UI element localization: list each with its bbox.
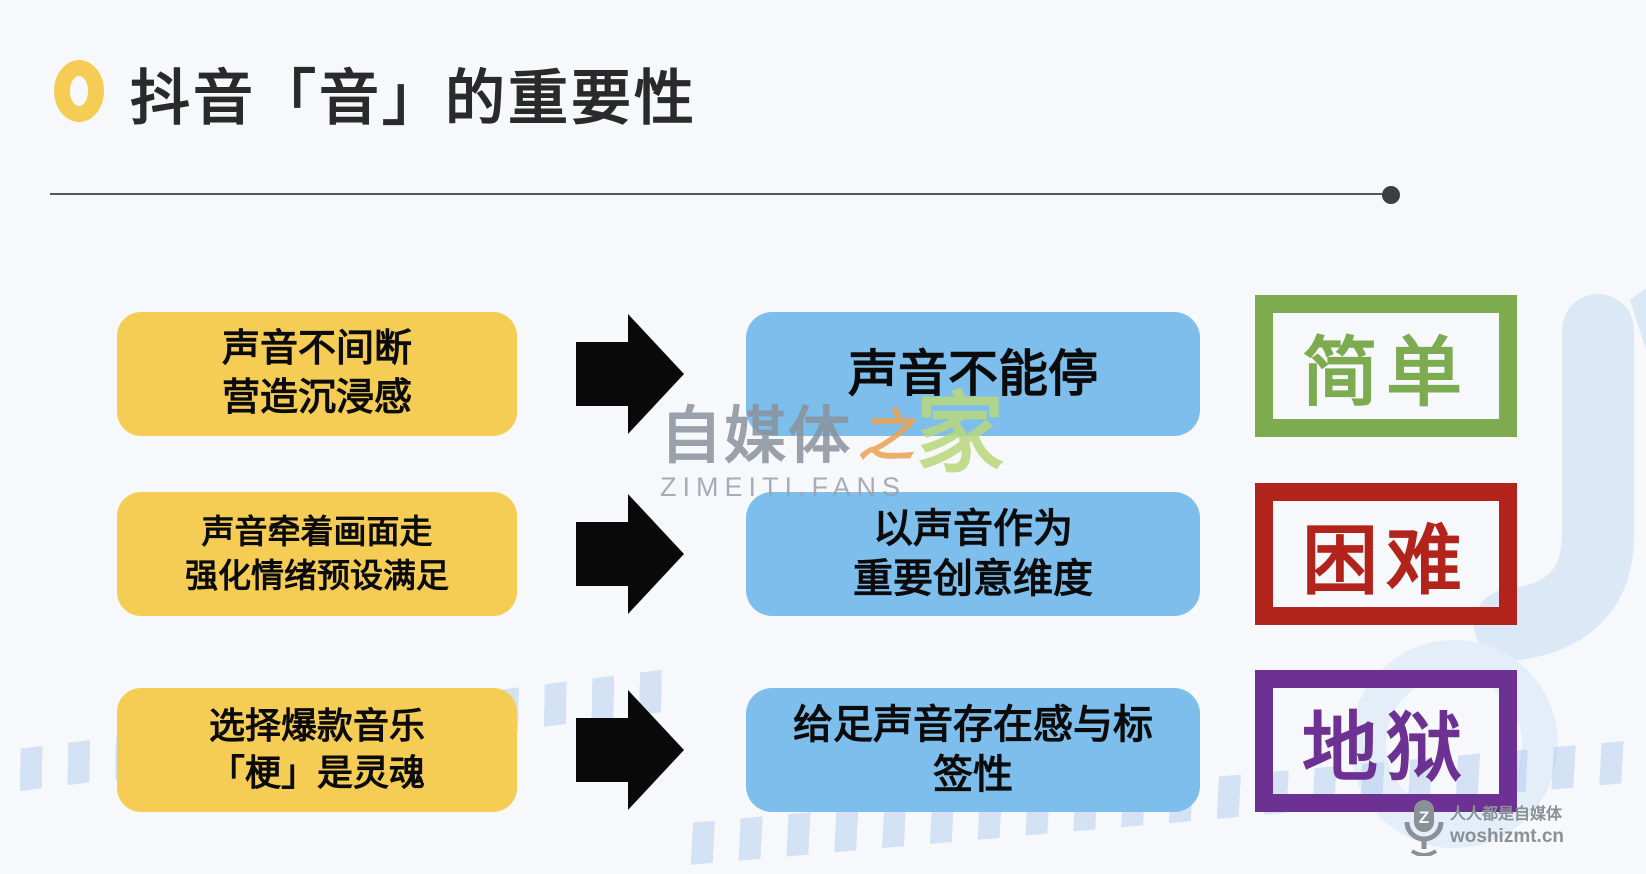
svg-text:Z: Z	[1419, 808, 1429, 827]
level-text: 简单	[1302, 331, 1470, 416]
source-text: 声音牵着画面走	[201, 512, 433, 550]
level-badge-1: 简单	[1255, 295, 1517, 437]
result-box-2: 以声音作为 重要创意维度	[746, 492, 1200, 616]
arrow-icon-wrap	[576, 492, 686, 616]
right-arrow-icon	[576, 494, 684, 614]
right-arrow-icon	[576, 690, 684, 810]
divider-line	[50, 193, 1386, 195]
divider-dot	[1382, 186, 1400, 204]
source-box-1: 声音不间断 营造沉浸感	[117, 312, 517, 436]
music-note-decoration	[1474, 288, 1646, 660]
watermark-logo-text: 自媒体	[660, 402, 853, 471]
corner-watermark-text: 人人都是自媒体 woshizmt.cn	[1450, 805, 1564, 849]
source-box-2: 声音牵着画面走 强化情绪预设满足	[117, 492, 517, 616]
result-text: 重要创意维度	[853, 557, 1093, 601]
slide-title: 抖音「音」的重要性	[130, 65, 697, 132]
source-text: 强化情绪预设满足	[185, 557, 449, 594]
level-badge-2: 困难	[1255, 483, 1517, 625]
arrow-icon-wrap	[576, 688, 686, 812]
arrow-icon-wrap	[576, 312, 686, 436]
level-text: 困难	[1302, 519, 1470, 604]
center-watermark: 自媒体 之 家 ZIMEITI.FANS	[660, 390, 1004, 501]
watermark-logo-text: 家	[916, 384, 1005, 483]
source-text: 营造沉浸感	[221, 377, 412, 419]
corner-watermark-line2: woshizmt.cn	[1450, 826, 1565, 848]
source-text: 声音不间断	[221, 328, 412, 371]
result-text: 签性	[933, 753, 1013, 797]
result-text: 以声音作为	[873, 507, 1073, 551]
watermark-domain: ZIMEITI.FANS	[660, 472, 907, 502]
microphone-icon: Z	[1404, 800, 1444, 856]
watermark-logo: 自媒体 之 家	[660, 390, 1004, 478]
result-box-1: 声音不能停	[746, 312, 1200, 436]
source-text: 「梗」是灵魂	[208, 752, 425, 793]
result-text: 声音不能停	[848, 346, 1098, 402]
source-box-3: 选择爆款音乐 「梗」是灵魂	[117, 688, 517, 812]
source-text: 选择爆款音乐	[208, 705, 425, 747]
level-text: 地狱	[1302, 706, 1470, 791]
right-arrow-icon	[576, 314, 684, 434]
corner-watermark: Z 人人都是自媒体 woshizmt.cn	[1402, 798, 1564, 856]
watermark-logo-text: 之	[858, 404, 915, 467]
result-box-3: 给足声音存在感与标 签性	[746, 688, 1200, 812]
corner-watermark-line1: 人人都是自媒体	[1450, 806, 1563, 824]
level-badge-3: 地狱	[1255, 670, 1517, 812]
result-text: 给足声音存在感与标	[793, 703, 1153, 747]
ring-icon	[54, 60, 104, 122]
